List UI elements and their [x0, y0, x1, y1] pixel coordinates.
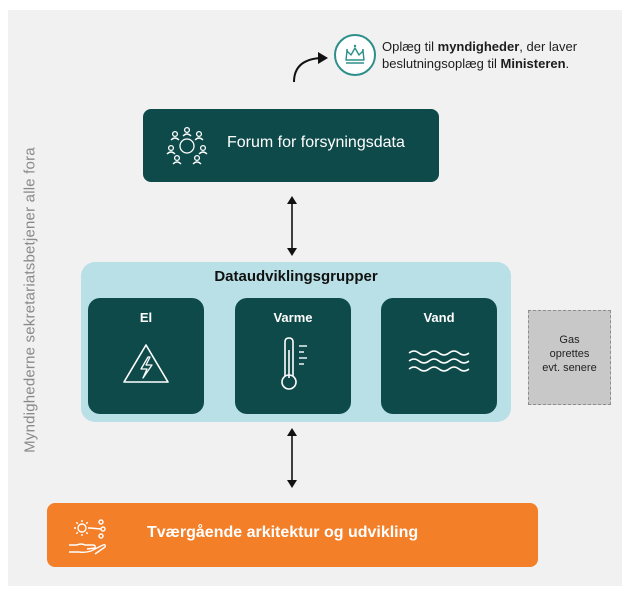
card-title: Vand	[423, 310, 455, 325]
forum-label: Forum for forsyningsdata	[227, 134, 405, 151]
gas-line: evt. senere	[542, 362, 597, 374]
card-title: El	[139, 310, 153, 325]
side-label: Myndighederne sekretariatsbetjener alle …	[21, 147, 39, 453]
gear-hand-icon	[69, 519, 106, 555]
curved-arrow-icon	[293, 52, 328, 83]
forum-group-arrow	[287, 196, 297, 256]
gas-line: Gas	[559, 334, 580, 346]
card-el: El	[88, 298, 204, 414]
forum-box: Forum for forsyningsdata	[143, 109, 439, 182]
architecture-label: Tværgående arkitektur og udvikling	[147, 524, 419, 541]
electricity-warning-icon	[123, 344, 169, 383]
note-text: Oplæg til myndigheder, der laver beslutn…	[382, 39, 578, 71]
group-title: Dataudviklingsgrupper	[214, 268, 378, 285]
crown-icon	[334, 34, 376, 76]
ministry-note: Oplæg til myndigheder, der laver beslutn…	[290, 34, 620, 90]
card-varme: Varme	[235, 298, 351, 414]
architecture-box: Tværgående arkitektur og udvikling	[47, 503, 538, 567]
data-groups-container: Dataudviklingsgrupper El Varme Vand	[81, 262, 511, 422]
people-circle-icon	[166, 126, 208, 165]
group-bottom-arrow	[287, 428, 297, 488]
gas-placeholder-box: Gas oprettes evt. senere	[528, 310, 611, 405]
thermometer-icon	[281, 337, 307, 390]
gas-line: oprettes	[549, 348, 590, 360]
card-title: Varme	[273, 310, 313, 325]
water-waves-icon	[408, 350, 470, 372]
card-vand: Vand	[381, 298, 497, 414]
